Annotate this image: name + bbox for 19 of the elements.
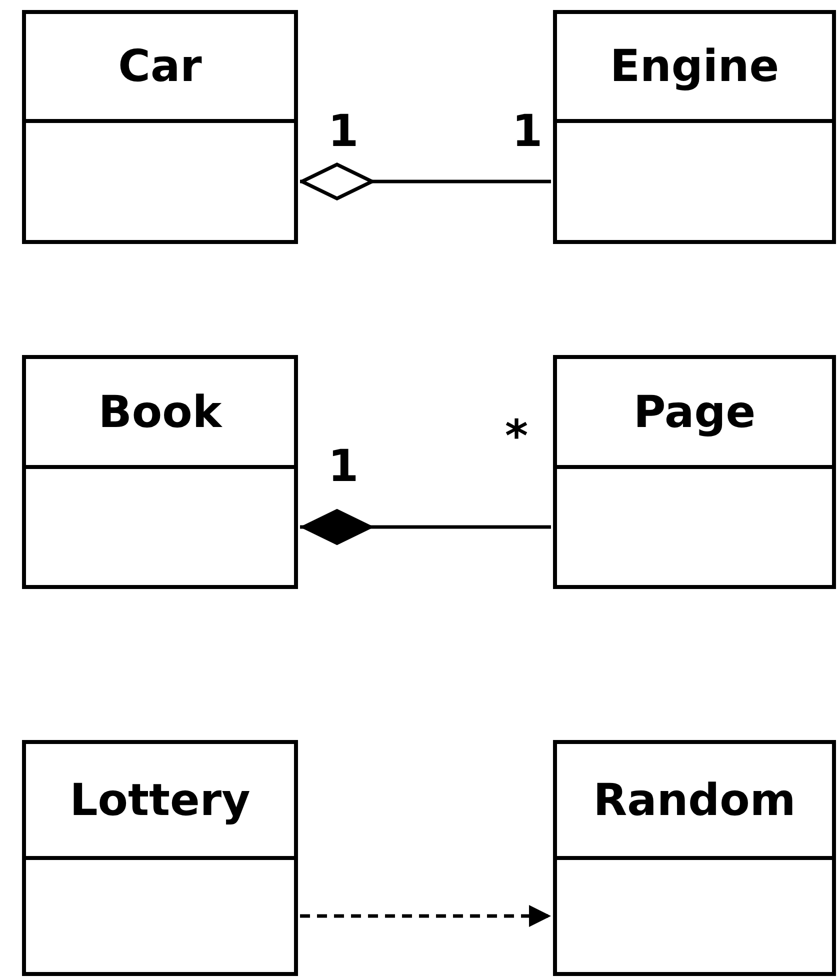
class-box [553,10,836,244]
association-line [300,162,551,200]
association-line [300,509,551,545]
class-name: Lottery [70,774,250,826]
class-box [553,740,836,976]
class-box [22,10,298,244]
multiplicity-label: 1 [512,110,543,154]
class-name: Engine [610,41,780,92]
class-name: Book [98,386,222,438]
dependency-arrow [300,905,551,927]
class-name: Car [118,41,202,92]
class-name: Page [633,386,756,438]
class-name: Random [593,774,796,826]
class-box [22,740,298,976]
class-box [22,355,298,589]
multiplicity-label: 1 [328,445,359,489]
multiplicity-label: * [505,415,528,459]
class-box [553,355,836,589]
multiplicity-label: 1 [328,110,359,154]
